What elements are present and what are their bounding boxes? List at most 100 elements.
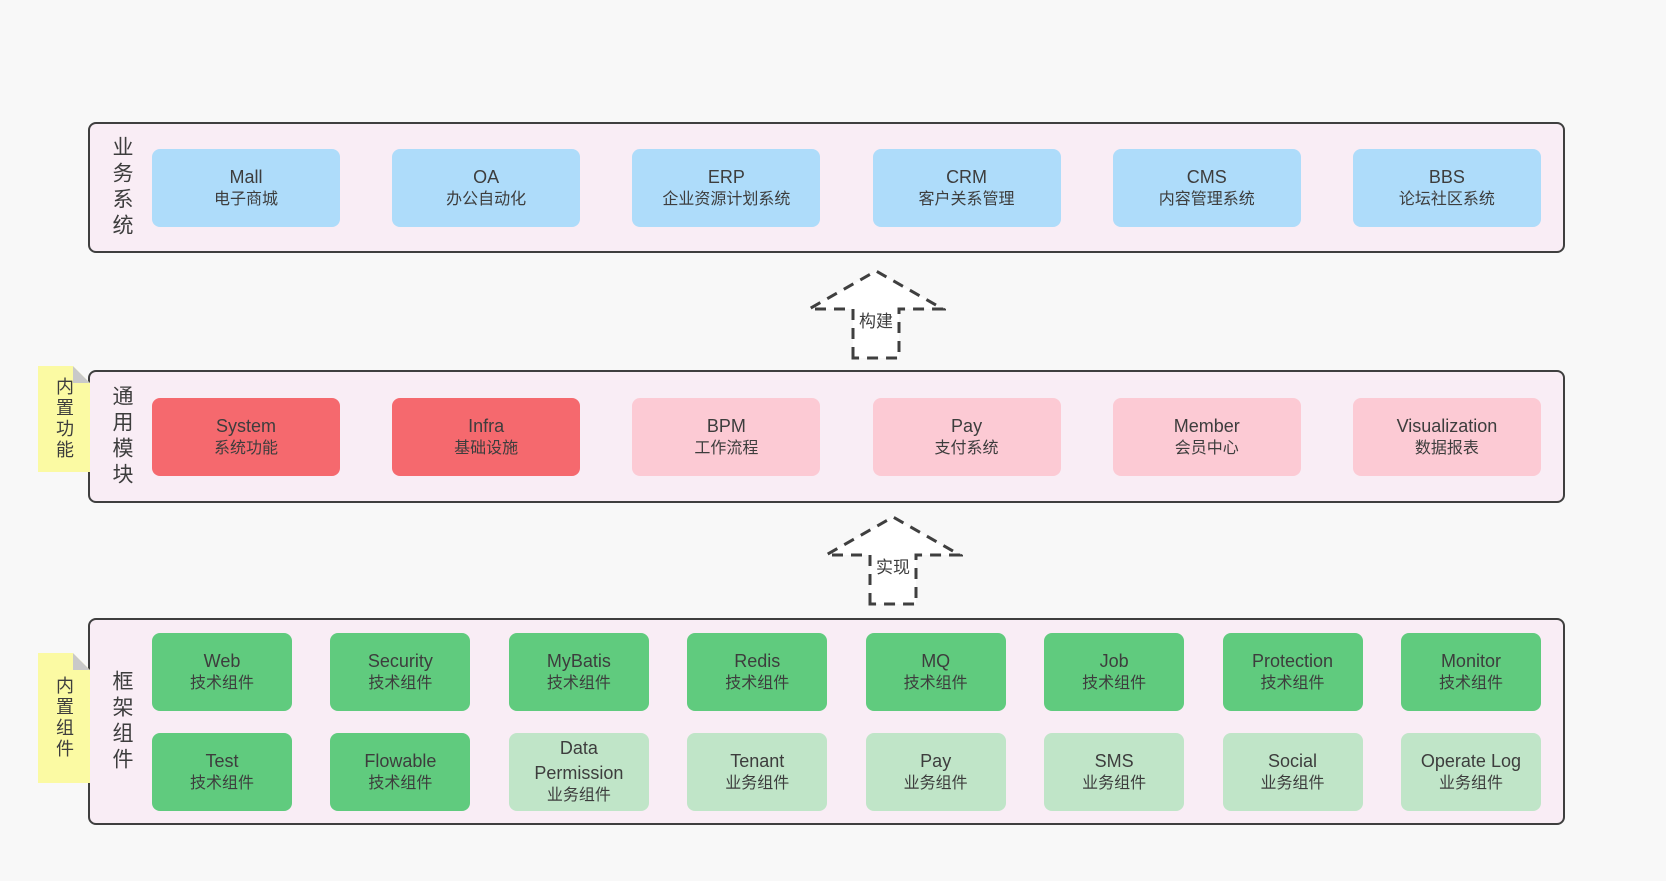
box-mall: Mall 电子商城: [152, 148, 340, 227]
box-pay-component: Pay 业务组件: [865, 732, 1006, 811]
box-operate-log: Operate Log 业务组件: [1400, 732, 1541, 811]
box-bbs: BBS 论坛社区系统: [1352, 148, 1541, 227]
box-cms: CMS 内容管理系统: [1112, 148, 1301, 227]
box-oa: OA 办公自动化: [392, 148, 581, 227]
box-name: MQ: [921, 650, 951, 671]
box-name: System: [215, 415, 276, 436]
modules-boxes-row: System 系统功能 Infra 基础设施 BPM 工作流程 Pay 支付系统…: [152, 397, 1563, 476]
box-desc: 内容管理系统: [1158, 190, 1255, 208]
box-member: Member 会员中心: [1112, 397, 1301, 476]
box-desc: 业务组件: [903, 774, 968, 792]
box-crm: CRM 客户关系管理: [872, 148, 1061, 227]
box-infra: Infra 基础设施: [392, 397, 581, 476]
box-desc: 业务组件: [1438, 774, 1503, 792]
box-desc: 技术组件: [725, 674, 790, 692]
layer-modules-label: 通用模块: [110, 384, 133, 489]
box-desc: 论坛社区系统: [1398, 190, 1495, 208]
up-arrow-icon: [823, 515, 963, 606]
box-desc: 技术组件: [368, 774, 433, 792]
box-protection: Protection 技术组件: [1222, 632, 1363, 711]
box-desc: 技术组件: [1260, 674, 1325, 692]
implement-arrow: 实现: [823, 515, 963, 606]
box-name: Job: [1099, 650, 1129, 671]
box-social: Social 业务组件: [1222, 732, 1363, 811]
box-name: BBS: [1428, 166, 1465, 187]
box-name: Member: [1173, 415, 1240, 436]
box-desc: 客户关系管理: [918, 190, 1015, 208]
box-name: Operate Log: [1420, 750, 1521, 771]
box-name: ERP: [707, 166, 745, 187]
box-desc: 数据报表: [1414, 439, 1479, 457]
box-desc: 基础设施: [454, 439, 519, 457]
box-name: CRM: [946, 166, 988, 187]
box-name: Data Permission: [534, 738, 624, 783]
box-desc: 电子商城: [213, 190, 278, 208]
box-desc: 技术组件: [903, 674, 968, 692]
box-desc: 业务组件: [546, 787, 611, 804]
layer-label-column: 框架组件: [90, 670, 152, 774]
box-mybatis: MyBatis 技术组件: [508, 632, 649, 711]
sticky-note-label: 内置功能: [54, 377, 74, 461]
box-flowable: Flowable 技术组件: [330, 732, 471, 811]
box-name: Infra: [468, 415, 505, 436]
box-desc: 工作流程: [694, 439, 759, 457]
box-desc: 业务组件: [725, 774, 790, 792]
box-test: Test 技术组件: [152, 732, 292, 811]
box-name: Mall: [229, 166, 263, 187]
build-arrow-label: 构建: [859, 312, 893, 331]
box-name: Web: [203, 650, 241, 671]
box-name: Test: [205, 750, 239, 771]
box-name: SMS: [1094, 750, 1134, 771]
components-rows: Web 技术组件 Security 技术组件 MyBatis 技术组件 Redi…: [152, 632, 1563, 811]
box-desc: 技术组件: [1438, 674, 1503, 692]
box-desc: 技术组件: [1082, 674, 1147, 692]
box-name: Redis: [734, 650, 781, 671]
layer-common-modules: 通用模块 System 系统功能 Infra 基础设施 BPM 工作流程 Pay…: [88, 370, 1565, 503]
box-tenant: Tenant 业务组件: [687, 732, 828, 811]
box-name: Monitor: [1440, 650, 1501, 671]
box-data-permission: Data Permission 业务组件: [508, 732, 649, 811]
components-row-1: Web 技术组件 Security 技术组件 MyBatis 技术组件 Redi…: [152, 632, 1541, 711]
box-name: Pay: [951, 415, 983, 436]
box-desc: 会员中心: [1174, 439, 1239, 457]
box-name: Security: [367, 650, 433, 671]
box-name: Flowable: [364, 750, 437, 771]
box-name: Protection: [1252, 650, 1334, 671]
build-arrow: 构建: [806, 269, 946, 360]
box-desc: 技术组件: [189, 774, 254, 792]
components-row-2: Test 技术组件 Flowable 技术组件 Data Permission …: [152, 732, 1541, 811]
box-monitor: Monitor 技术组件: [1400, 632, 1541, 711]
business-boxes-row: Mall 电子商城 OA 办公自动化 ERP 企业资源计划系统 CRM 客户关系…: [152, 148, 1563, 227]
sticky-note-built-in-components: 内置组件: [38, 653, 90, 783]
box-desc: 支付系统: [934, 439, 999, 457]
box-sms: SMS 业务组件: [1044, 732, 1185, 811]
sticky-note-label: 内置组件: [54, 676, 74, 760]
layer-business-label: 业务系统: [110, 135, 133, 240]
box-desc: 技术组件: [546, 674, 611, 692]
layer-components-label: 框架组件: [110, 669, 133, 774]
box-security: Security 技术组件: [330, 632, 471, 711]
box-desc: 业务组件: [1260, 774, 1325, 792]
box-desc: 企业资源计划系统: [662, 190, 791, 208]
box-job: Job 技术组件: [1044, 632, 1185, 711]
box-visualization: Visualization 数据报表: [1352, 397, 1541, 476]
layer-label-column: 业务系统: [90, 136, 152, 240]
box-bpm: BPM 工作流程: [632, 397, 821, 476]
box-desc: 办公自动化: [446, 190, 527, 208]
box-name: Visualization: [1396, 415, 1498, 436]
box-pay-module: Pay 支付系统: [872, 397, 1061, 476]
box-name: CMS: [1186, 166, 1227, 187]
layer-business-systems: 业务系统 Mall 电子商城 OA 办公自动化 ERP 企业资源计划系统 CRM…: [88, 122, 1565, 253]
box-redis: Redis 技术组件: [687, 632, 828, 711]
box-name: BPM: [706, 415, 746, 436]
box-desc: 技术组件: [368, 674, 433, 692]
box-system: System 系统功能: [152, 397, 340, 476]
box-desc: 系统功能: [213, 439, 278, 457]
box-name: Pay: [920, 750, 952, 771]
box-name: Social: [1268, 750, 1318, 771]
box-web: Web 技术组件: [152, 632, 292, 711]
implement-arrow-label: 实现: [876, 558, 910, 577]
up-arrow-icon: [806, 269, 946, 360]
box-desc: 技术组件: [189, 674, 254, 692]
